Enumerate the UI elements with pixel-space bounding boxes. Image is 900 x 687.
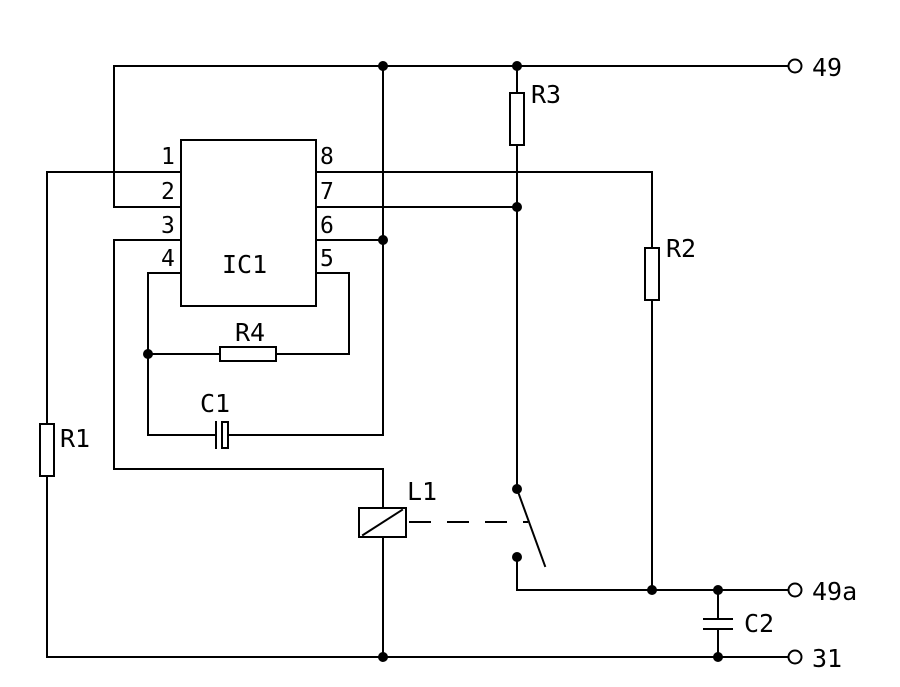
ic1-pin-6: 6 bbox=[320, 213, 334, 239]
capacitor-c2: C2 bbox=[703, 609, 774, 638]
junction-dot bbox=[713, 585, 723, 595]
wire-pin1-to-r1 bbox=[46, 171, 182, 425]
junction-dot bbox=[512, 484, 522, 494]
terminal-31-label: 31 bbox=[812, 644, 842, 673]
capacitor-c1: C1 bbox=[200, 389, 230, 449]
c1-label: C1 bbox=[200, 389, 230, 418]
ic1-label: IC1 bbox=[222, 250, 267, 279]
wire-pin4 bbox=[147, 272, 182, 436]
l1-label: L1 bbox=[407, 477, 437, 506]
junction-dot bbox=[512, 552, 522, 562]
ic1-pin-8: 8 bbox=[320, 144, 334, 170]
ic1-pin-1: 1 bbox=[161, 144, 175, 170]
junctions bbox=[143, 61, 723, 662]
r2-label: R2 bbox=[666, 234, 696, 263]
resistor-r3: R3 bbox=[509, 80, 561, 146]
resistor-r4: R4 bbox=[219, 318, 277, 362]
junction-dot bbox=[378, 235, 388, 245]
ic1-pin-2: 2 bbox=[161, 179, 175, 205]
junction-dot bbox=[512, 202, 522, 212]
c2-label: C2 bbox=[744, 609, 774, 638]
r4-label: R4 bbox=[235, 318, 265, 347]
relay-switch-contact bbox=[515, 487, 547, 568]
ic1-pin-4: 4 bbox=[161, 246, 175, 272]
junction-dot bbox=[512, 61, 522, 71]
ic1-pin-5: 5 bbox=[320, 246, 334, 272]
junction-dot bbox=[647, 585, 657, 595]
resistor-r1: R1 bbox=[39, 423, 90, 477]
wire-pin3-to-l1 bbox=[113, 239, 384, 509]
wire-pin2-to-rail bbox=[113, 65, 182, 208]
wire-r4-right bbox=[275, 272, 350, 355]
terminal-49a-label: 49a bbox=[812, 577, 857, 606]
junction-dot bbox=[713, 652, 723, 662]
junction-dot bbox=[378, 61, 388, 71]
ic1-pin-3: 3 bbox=[161, 213, 175, 239]
terminal-49-label: 49 bbox=[812, 53, 842, 82]
terminal-49: 49 bbox=[787, 53, 842, 82]
terminal-49a: 49a bbox=[787, 577, 857, 606]
ic1: IC1 1 2 3 4 5 6 7 8 bbox=[161, 139, 334, 307]
wires bbox=[46, 65, 789, 658]
ic1-pin-7: 7 bbox=[320, 179, 334, 205]
junction-dot bbox=[378, 652, 388, 662]
r3-label: R3 bbox=[531, 80, 561, 109]
r1-label: R1 bbox=[60, 424, 90, 453]
junction-dot bbox=[143, 349, 153, 359]
terminal-31: 31 bbox=[787, 644, 842, 673]
wire-switch-to-49a bbox=[516, 556, 789, 591]
wire-pin8-to-r2 bbox=[315, 171, 653, 249]
resistor-r2: R2 bbox=[644, 234, 696, 301]
relay-coil-l1: L1 bbox=[358, 477, 437, 538]
